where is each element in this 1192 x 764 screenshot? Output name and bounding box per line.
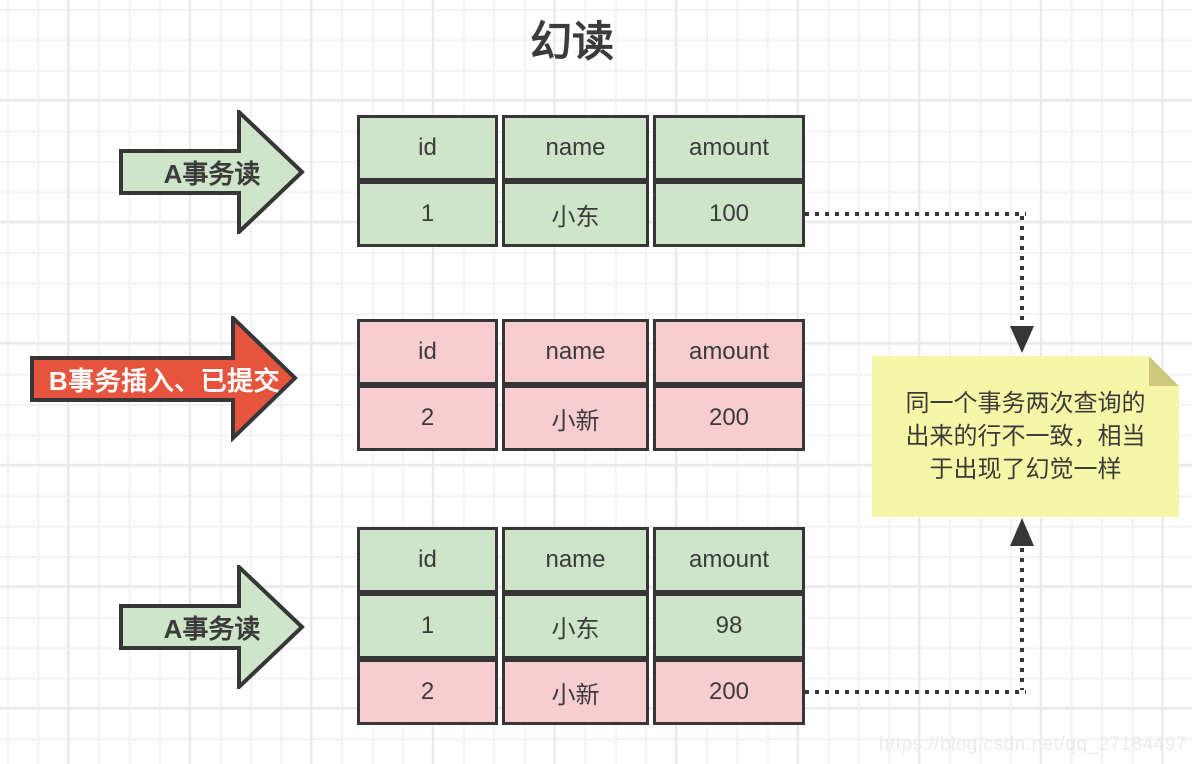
watermark-url: https://blog.csdn.net/qq_27184497 [878, 734, 1187, 755]
header-cell: name [502, 319, 649, 385]
data-cell: 2 [357, 659, 498, 725]
header-cell: name [502, 115, 649, 181]
transaction-b-insert-arrow [30, 316, 298, 442]
data-cell: 小东 [502, 181, 649, 247]
table-first-read: id name amount 1 小东 100 [357, 115, 805, 247]
data-cell: 小新 [502, 385, 649, 451]
header-cell: amount [653, 115, 805, 181]
data-cell: 小新 [502, 659, 649, 725]
sticky-note: 同一个事务两次查询的 出来的行不一致，相当 于出现了幻觉一样 [872, 356, 1179, 517]
connector-top-vertical [1020, 216, 1024, 326]
table-second-read: id name amount 1 小东 98 2 小新 200 [357, 527, 805, 725]
header-cell: amount [653, 319, 805, 385]
arrowhead-down-icon [1010, 326, 1034, 353]
header-cell: id [357, 527, 498, 593]
data-cell: 小东 [502, 593, 649, 659]
data-cell: 100 [653, 181, 805, 247]
arrowhead-up-icon [1010, 518, 1034, 546]
table-inserted-row: id name amount 2 小新 200 [357, 319, 805, 451]
header-cell: id [357, 115, 498, 181]
header-cell: amount [653, 527, 805, 593]
data-cell: 200 [653, 659, 805, 725]
data-cell: 2 [357, 385, 498, 451]
note-folded-corner-icon [1149, 356, 1179, 386]
connector-bottom-horizontal [805, 690, 1026, 694]
page-title: 幻读 [529, 18, 614, 65]
transaction-a-read-arrow-2 [119, 565, 305, 689]
note-text-line: 于出现了幻觉一样 [929, 456, 1122, 483]
data-cell: 1 [357, 593, 498, 659]
connector-top-horizontal [805, 212, 1026, 216]
transaction-a-read-arrow-1 [119, 110, 305, 234]
header-cell: id [357, 319, 498, 385]
data-cell: 200 [653, 385, 805, 451]
note-text-line: 出来的行不一致，相当 [905, 423, 1146, 450]
data-cell: 1 [357, 181, 498, 247]
connector-bottom-vertical [1020, 548, 1024, 690]
header-cell: name [502, 527, 649, 593]
data-cell: 98 [653, 593, 805, 659]
note-text-line: 同一个事务两次查询的 [905, 390, 1146, 417]
